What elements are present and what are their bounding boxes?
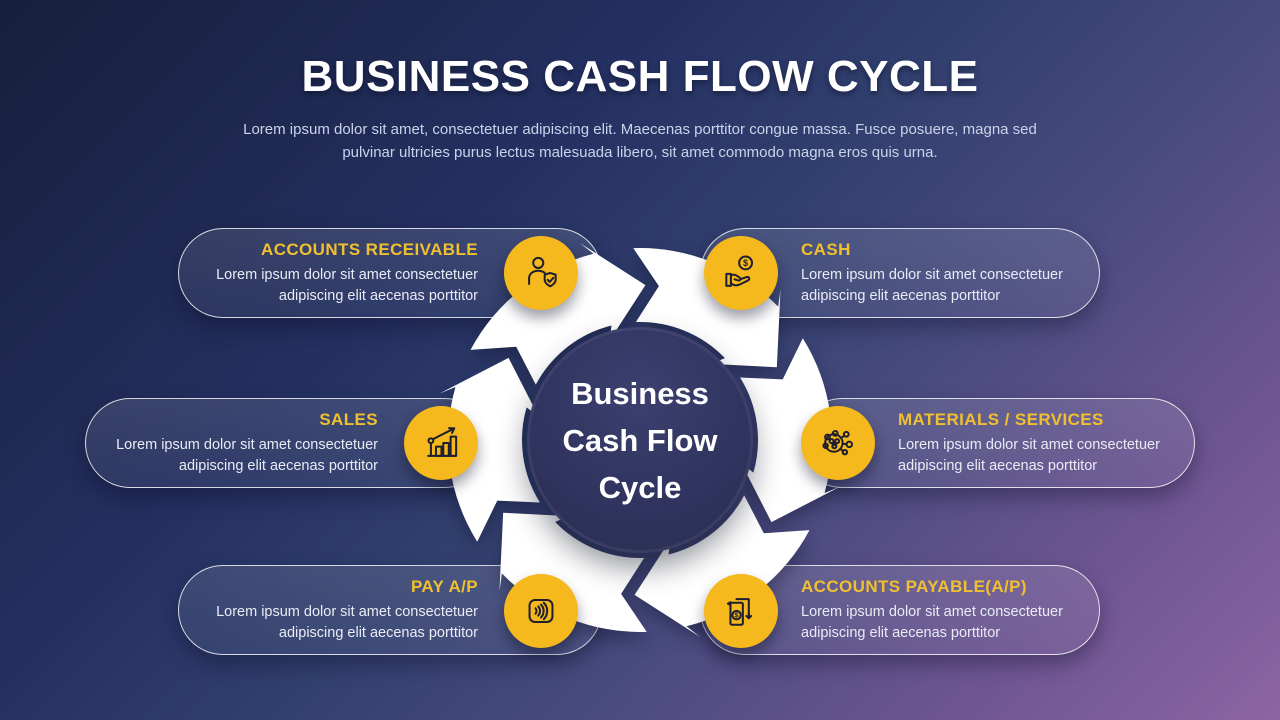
card-title: SALES	[319, 409, 378, 429]
user-shield-check-icon	[528, 256, 557, 288]
card-title: ACCOUNTS RECEIVABLE	[261, 239, 478, 259]
svg-text:$: $	[735, 611, 739, 620]
card-body: Lorem ipsum dolor sit amet consectetuer …	[216, 266, 478, 304]
center-label-line: Business	[571, 375, 709, 411]
growth-chart-icon	[427, 427, 458, 457]
card-title: MATERIALS / SERVICES	[898, 409, 1104, 429]
pay-ap-badge	[504, 574, 578, 648]
slide-subtitle: Lorem ipsum dolor sit amet, consectetuer…	[243, 121, 1037, 162]
slide-title: BUSINESS CASH FLOW CYCLE	[301, 52, 979, 101]
materials-services-badge	[801, 406, 875, 480]
cycle-center: Business Cash Flow Cycle	[527, 327, 753, 553]
contactless-payment-icon	[528, 598, 554, 624]
gear-molecule-icon	[822, 429, 854, 456]
accounts-payable-badge: $	[704, 574, 778, 648]
card-body: Lorem ipsum dolor sit amet consectetuer …	[898, 436, 1160, 474]
center-label-line: Cash Flow	[562, 422, 718, 458]
hand-coin-icon: $	[725, 255, 754, 287]
card-title: ACCOUNTS PAYABLE(A/P)	[801, 576, 1027, 596]
cash-badge: $	[704, 236, 778, 310]
sales-badge	[404, 406, 478, 480]
center-label-line: Cycle	[598, 469, 682, 505]
card-body: Lorem ipsum dolor sit amet consectetuer …	[116, 436, 378, 474]
card-body: Lorem ipsum dolor sit amet consectetuer …	[801, 266, 1063, 304]
card-body: Lorem ipsum dolor sit amet consectetuer …	[216, 603, 478, 641]
slide-header: BUSINESS CASH FLOW CYCLE Lorem ipsum dol…	[0, 52, 1280, 165]
accounts-receivable-badge	[504, 236, 578, 310]
card-title: CASH	[801, 239, 851, 259]
svg-text:$: $	[743, 258, 748, 268]
card-body: Lorem ipsum dolor sit amet consectetuer …	[801, 603, 1063, 641]
card-title: PAY A/P	[410, 576, 478, 596]
invoice-dollar-icon: $	[726, 598, 753, 626]
